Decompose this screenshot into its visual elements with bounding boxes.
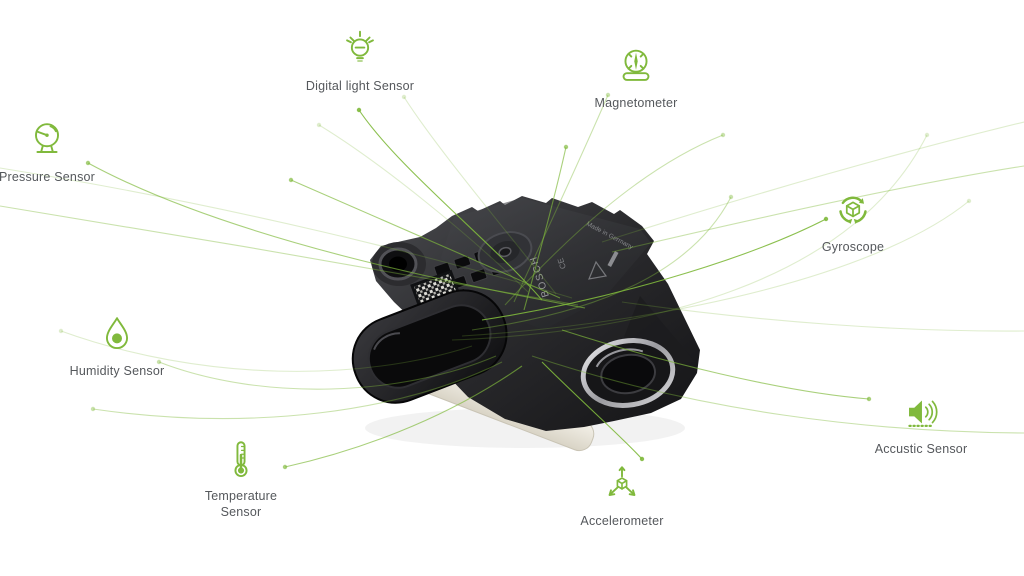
sensor-label-text: Gyroscope (821, 240, 885, 254)
pressure-gauge-icon (24, 117, 70, 163)
sensor-label-text: Temperature Sensor (204, 489, 278, 520)
sensor-module-photo: BOSCH Made in Germany CE (351, 196, 700, 452)
recycling-symbol (588, 260, 608, 280)
speaker-waves-icon (898, 389, 944, 435)
bar-marking (607, 250, 619, 268)
thermometer-icon (218, 436, 264, 482)
water-droplet-icon (94, 311, 140, 357)
lightbulb-icon (337, 26, 383, 72)
sensor-label-pressure: Pressure Sensor (0, 117, 103, 185)
center-boss (477, 231, 533, 273)
connection-lines (0, 92, 1024, 470)
sensor-label-humidity: Humidity Sensor (61, 311, 173, 379)
sensor-label-accelerometer: Accelerometer (566, 461, 678, 529)
sensor-label-text: Accustic Sensor (874, 442, 968, 456)
sensor-label-text: Humidity Sensor (69, 364, 165, 378)
sensor-label-magnetometer: Magnetometer (580, 43, 692, 111)
sensor-label-text: Pressure Sensor (0, 170, 96, 184)
compass-needle-icon (613, 43, 659, 89)
sensor-label-temperature: Temperature Sensor (185, 436, 297, 521)
xyz-axes-icon (599, 461, 645, 507)
sensor-label-text: Magnetometer (594, 96, 678, 110)
sensor-label-gyroscope: Gyroscope (797, 187, 909, 255)
ce-marking: CE (556, 257, 568, 270)
sensor-label-text: Digital light Sensor (305, 79, 415, 93)
sensor-label-text: Accelerometer (580, 514, 664, 528)
gyroscope-rotation-icon (830, 187, 876, 233)
right-bushing (580, 338, 676, 408)
sensor-label-acoustic: Accustic Sensor (865, 389, 977, 457)
sensor-label-digital-light: Digital light Sensor (304, 26, 416, 94)
connector (351, 289, 508, 404)
